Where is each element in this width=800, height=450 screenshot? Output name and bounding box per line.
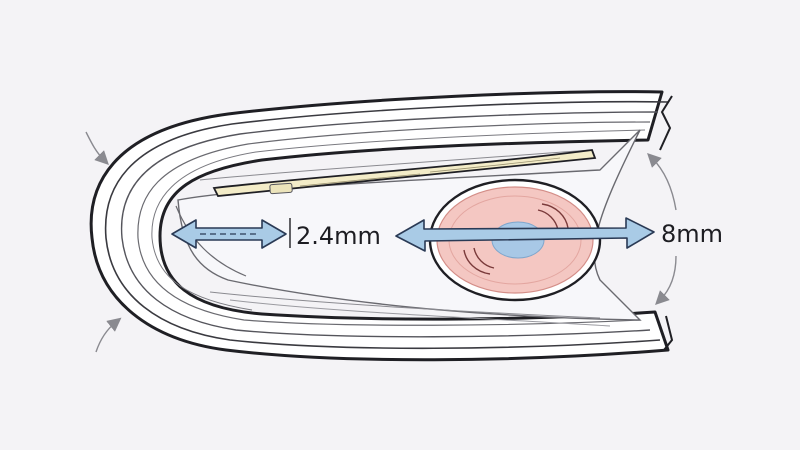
tag-dimension-label: 8mm <box>661 220 723 248</box>
curved-arrow-icon <box>655 255 677 305</box>
motion-arrows <box>85 131 677 353</box>
curved-arrow-icon <box>647 153 677 211</box>
gap-dimension-label: 2.4mm <box>296 222 381 250</box>
card <box>212 149 597 197</box>
tag-dimension-arrow <box>395 217 655 252</box>
card-chip <box>269 182 293 195</box>
wallet-body <box>89 90 674 362</box>
curved-arrow-icon <box>95 317 122 353</box>
curved-arrow-icon <box>85 131 109 165</box>
gap-dimension-arrow <box>171 218 291 249</box>
